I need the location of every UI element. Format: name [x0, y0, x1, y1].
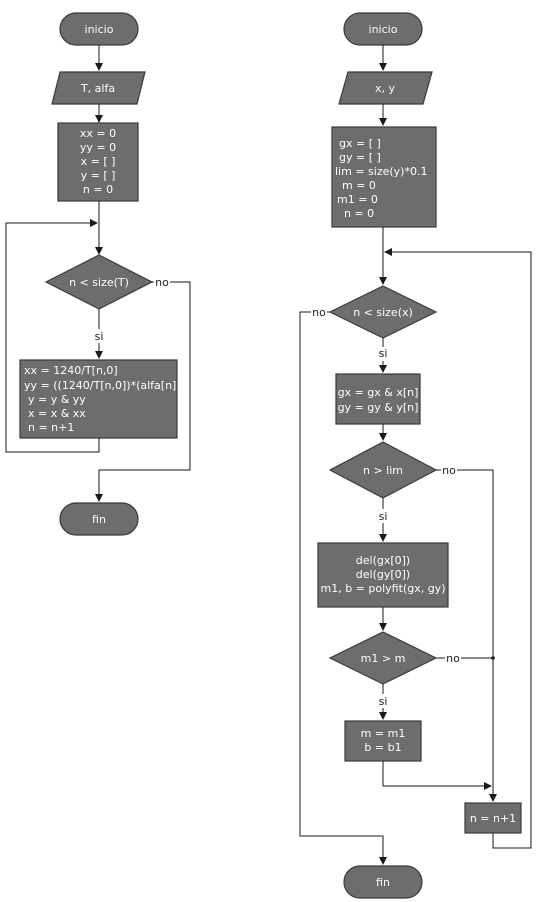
right-start-label: inicio [369, 23, 398, 36]
left-body-line-5: n = n+1 [28, 421, 74, 434]
right-init-line-4: m = 0 [342, 179, 376, 192]
left-init-process [57, 122, 139, 202]
left-yes-label-bg [91, 329, 107, 343]
left-body-line-4: x = x & xx [28, 407, 86, 420]
left-init-line-2: yy = 0 [80, 141, 116, 154]
left-no-branch-line [95, 281, 191, 502]
right-condition1-label: n < size(x) [353, 306, 413, 319]
right-append-process [335, 373, 421, 425]
right-no2-label: no [442, 464, 456, 477]
right-input-label: x, y [375, 82, 396, 95]
right-init-line-2: gy = [ ] [339, 151, 381, 164]
left-no-label: no [155, 276, 169, 289]
left-init-line-1: xx = 0 [80, 127, 116, 140]
left-body-line-2: yy = ((1240/T[n,0])*(alfa[n]))2 [24, 378, 189, 392]
right-no1-label: no [312, 306, 326, 319]
right-fit-process [317, 542, 449, 608]
right-end-terminal [343, 865, 423, 899]
right-yes1-label: si [379, 347, 388, 360]
left-init-line-3: x = [ ] [81, 155, 116, 168]
left-no-label-bg [154, 275, 170, 288]
right-yes1-label-bg [375, 347, 391, 361]
right-fit-line-3: m1, b = polyfit(gx, gy) [321, 582, 446, 595]
right-no2-branch-line [436, 469, 497, 802]
left-end-label: fin [92, 513, 106, 526]
right-init-line-5: m1 = 0 [337, 193, 378, 206]
left-body-line-1: xx = 1240/T[n,0] [24, 364, 118, 377]
left-yes-label: si [95, 330, 104, 343]
right-init-process [331, 126, 437, 228]
right-fit-line-1: del(gx[0]) [356, 554, 410, 567]
left-input-label: T, alfa [80, 82, 115, 95]
right-yes2-label: si [379, 510, 388, 523]
right-fit-line-2: del(gy[0]) [356, 568, 410, 581]
right-init-line-6: n = 0 [344, 207, 374, 220]
right-increment-process [464, 802, 522, 834]
left-condition-label: n < size(T) [69, 276, 129, 289]
right-condition2-label: n > lim [363, 464, 403, 477]
left-init-line-4: y = [ ] [81, 169, 116, 182]
right-assign-line-2: b = b1 [364, 741, 401, 754]
right-condition3-label: m1 > m [361, 652, 406, 665]
right-no2-label-bg [441, 463, 457, 476]
right-init-line-3: lim = size(y)*0.1 [335, 165, 427, 178]
right-yes3-label-bg [375, 694, 391, 708]
right-append-line-2: gy = gy & y[n] [338, 401, 419, 414]
right-end-label: fin [376, 876, 390, 889]
right-yes2-label-bg [375, 509, 391, 523]
left-input-parallelogram [51, 71, 146, 105]
left-end-terminal [59, 502, 139, 536]
right-yes3-label: si [379, 695, 388, 708]
left-body-line-3: y = y & yy [28, 393, 86, 406]
right-input-parallelogram [338, 71, 433, 105]
left-flowchart: inicio T, alfa xx = 0 yy = 0 x = [ ] y =… [5, 12, 191, 536]
right-no3-label: no [446, 652, 460, 665]
right-no1-branch-line [299, 311, 387, 865]
right-junction-dot [491, 656, 495, 660]
right-no1-label-bg [311, 305, 327, 318]
right-increment-label: n = n+1 [470, 812, 516, 825]
right-assign-line-1: m = m1 [361, 727, 406, 740]
right-no3-label-bg [445, 651, 461, 664]
right-flowchart: inicio x, y gx = [ ] gy = [ ] lim = size… [299, 12, 532, 899]
right-init-line-1: gx = [ ] [339, 137, 381, 150]
left-loop-back-line [5, 219, 100, 453]
left-start-label: inicio [85, 23, 114, 36]
right-loop-back-line [384, 248, 532, 849]
left-body-process [19, 359, 178, 439]
left-init-line-5: n = 0 [83, 183, 113, 196]
right-append-line-1: gx = gx & x[n] [338, 386, 419, 399]
right-assign-to-increment-line [382, 761, 492, 790]
